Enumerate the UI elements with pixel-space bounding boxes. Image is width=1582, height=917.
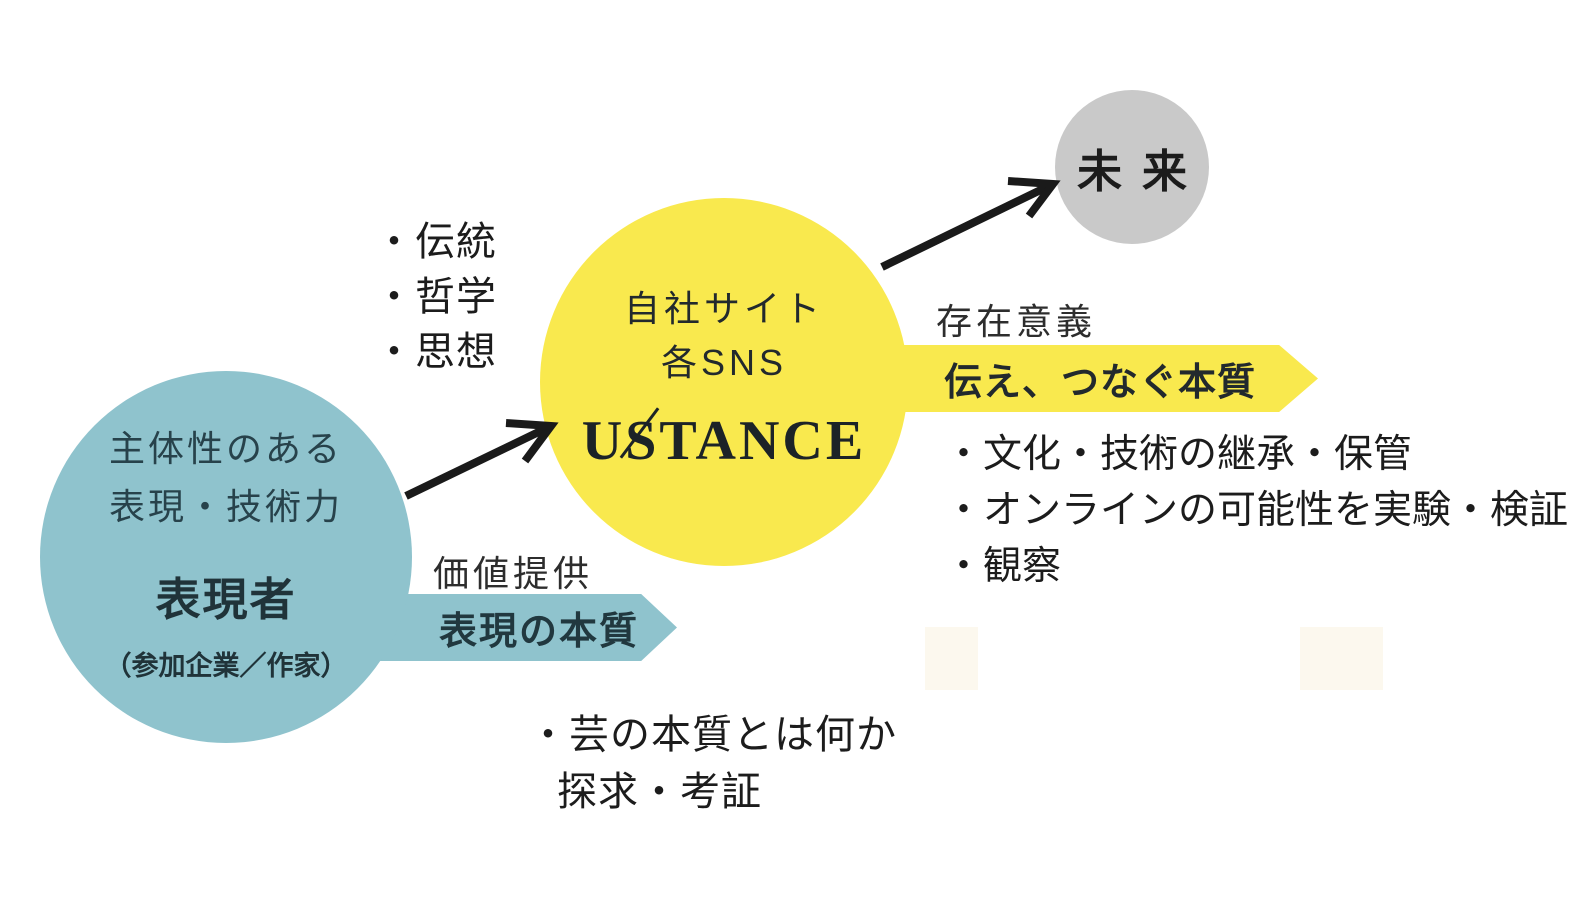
purpose-banner-caption: 存在意義: [936, 301, 1097, 342]
list-item: ・伝統: [374, 219, 497, 264]
purpose-banner-label: 伝え、つなぐ本質: [944, 362, 1257, 404]
expresser-desc-line1: 主体性のある: [108, 428, 343, 469]
inquiry-line1: ・芸の本質とは何か: [528, 712, 897, 757]
hub-line2: 各SNS: [660, 342, 788, 383]
traits-list: ・伝統 ・哲学 ・思想: [374, 214, 497, 379]
hub-line1: 自社サイト: [623, 288, 824, 329]
expresser-desc-line2: 表現・技術力: [108, 486, 343, 527]
expresser-circle: 主体性のある 表現・技術力 表現者 （参加企業／作家）: [40, 371, 412, 743]
list-item: ・文化・技術の継承・保管: [944, 433, 1413, 476]
list-item: ・観察: [944, 545, 1062, 588]
outcomes-list: ・文化・技術の継承・保管 ・オンラインの可能性を実験・検証 ・観察: [944, 427, 1568, 595]
ustance-logo: USTANCE: [581, 407, 867, 473]
arrow-hub-to-future-icon: [880, 177, 1061, 271]
future-label: 未来: [1076, 145, 1207, 197]
list-item: ・思想: [374, 329, 497, 374]
future-circle: 未来: [1055, 90, 1209, 244]
ustance-logo-text: USTANCE: [581, 410, 867, 472]
hub-circle: 自社サイト 各SNS USTANCE: [540, 198, 908, 566]
value-banner-label: 表現の本質: [439, 611, 640, 653]
arrow-expresser-to-hub-icon: [404, 419, 559, 500]
list-item: ・オンラインの可能性を実験・検証: [944, 489, 1569, 532]
faint-block: [1300, 627, 1383, 690]
faint-block: [925, 627, 978, 690]
expresser-subtitle: （参加企業／作家）: [104, 651, 348, 681]
inquiry-note: ・芸の本質とは何か 探求・考証: [528, 706, 897, 820]
expresser-title: 表現者: [155, 574, 297, 625]
inquiry-line2: 探求・考証: [557, 769, 762, 814]
value-banner-caption: 価値提供: [433, 553, 594, 594]
list-item: ・哲学: [374, 274, 497, 319]
